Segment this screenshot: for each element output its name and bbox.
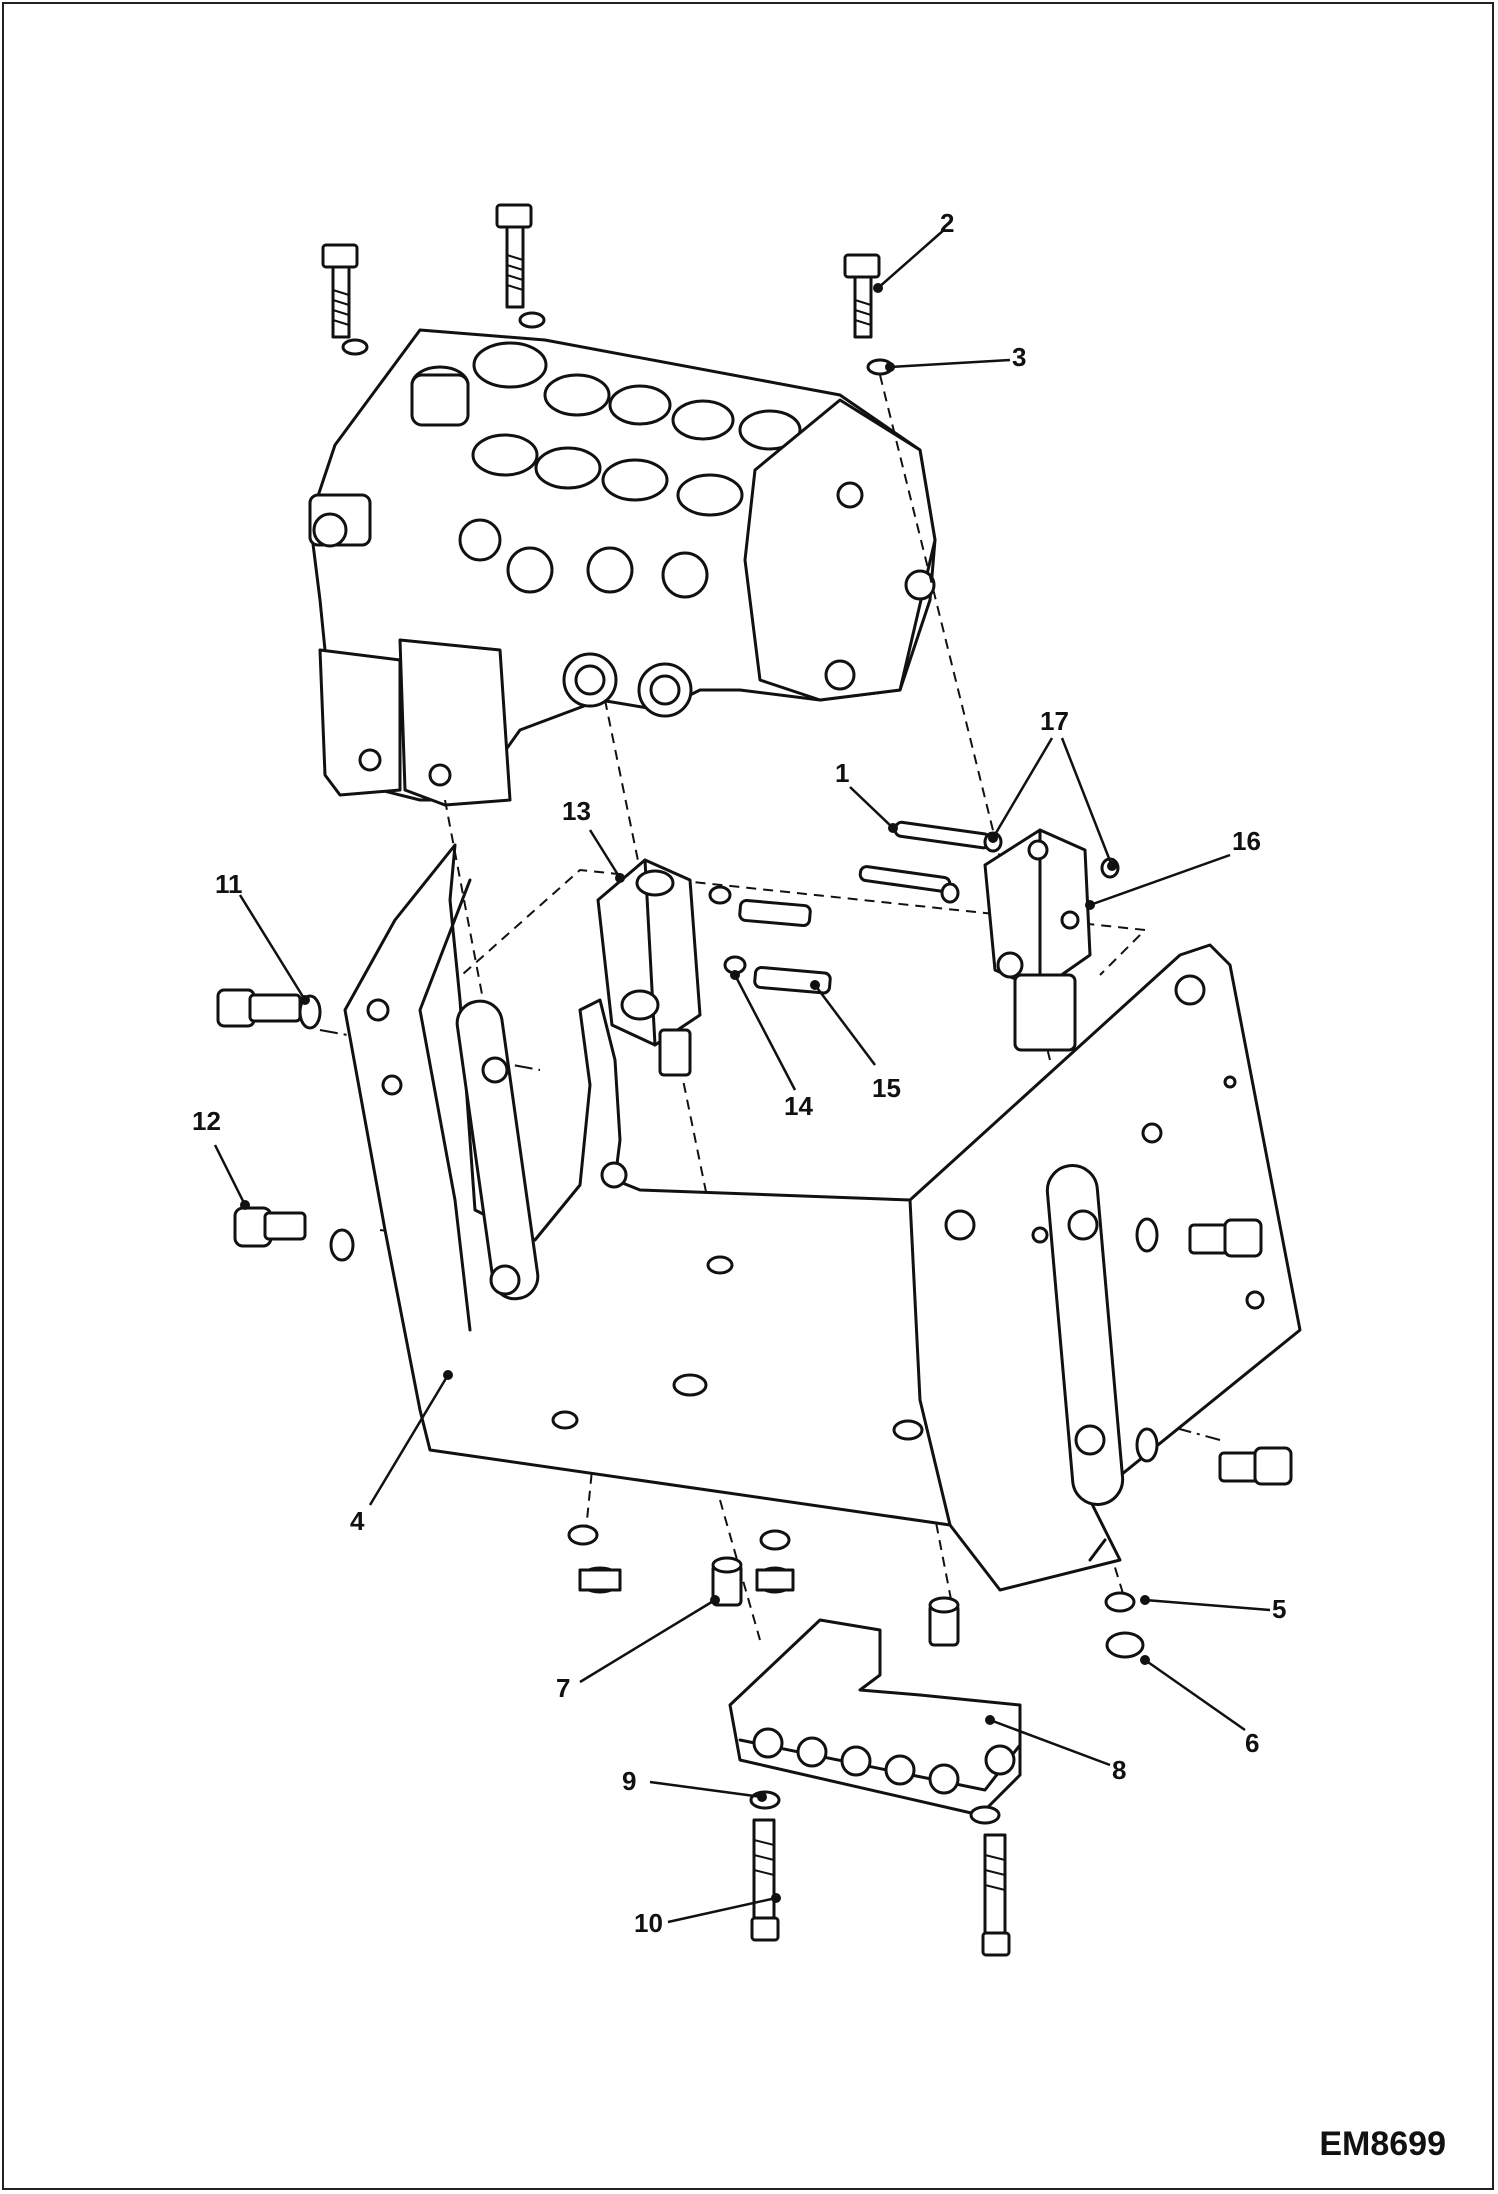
top-bolts: [321, 203, 894, 376]
callout-1: 1: [835, 758, 849, 788]
mounting-bracket: [343, 843, 1302, 1592]
callout-14: 14: [784, 1091, 813, 1121]
figure-id: EM8699: [1319, 2125, 1446, 2163]
side-bolts: [216, 988, 1293, 1486]
callout-13: 13: [562, 796, 591, 826]
callout-2: 2: [940, 208, 954, 238]
callouts: 2 3 17 1 16 13 11 12: [192, 208, 1286, 1938]
callout-9: 9: [622, 1766, 636, 1796]
manifold-block-upper: [858, 820, 1120, 1052]
control-valve: [308, 328, 937, 807]
callout-7: 7: [556, 1673, 570, 1703]
callout-12: 12: [192, 1106, 221, 1136]
lower-hardware: [567, 1524, 1145, 1659]
callout-4: 4: [350, 1506, 365, 1536]
callout-10: 10: [634, 1908, 663, 1938]
callout-16: 16: [1232, 826, 1261, 856]
callout-11: 11: [215, 869, 243, 899]
callout-17: 17: [1040, 706, 1069, 736]
callout-3: 3: [1012, 342, 1026, 372]
lower-manifold: [728, 1618, 1022, 1957]
callout-8: 8: [1112, 1755, 1126, 1785]
relief-valve-block: [596, 858, 832, 1077]
callout-15: 15: [872, 1073, 901, 1103]
callout-5: 5: [1272, 1594, 1286, 1624]
callout-6: 6: [1245, 1728, 1259, 1758]
